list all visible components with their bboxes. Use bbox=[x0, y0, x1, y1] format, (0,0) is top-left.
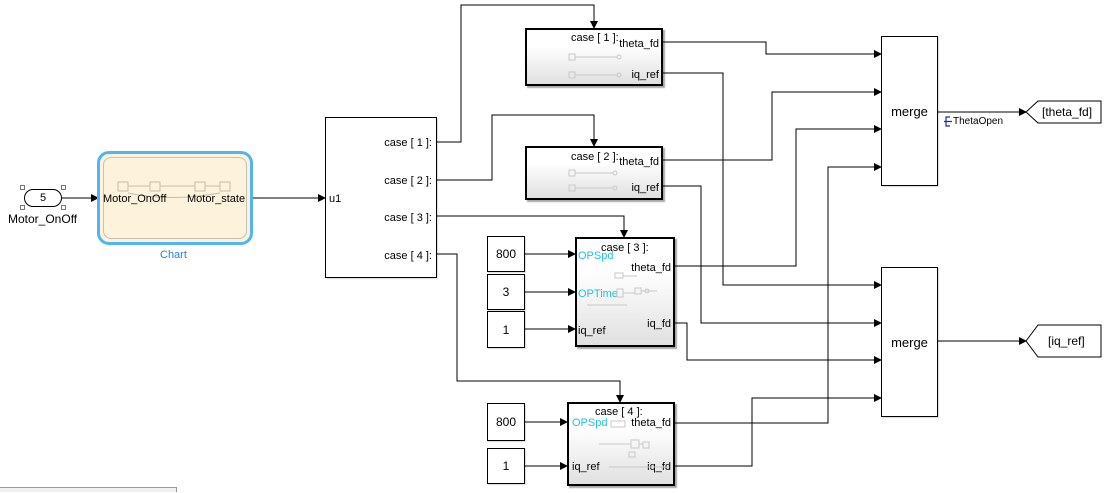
inport-value: 5 bbox=[39, 192, 47, 204]
case3-theta-port: theta_fd bbox=[631, 262, 671, 274]
constant-opspd-case4[interactable]: 800 bbox=[487, 403, 525, 441]
goto-iq-label[interactable]: [iq_ref] bbox=[1048, 334, 1085, 348]
chart-inner-frame bbox=[103, 157, 247, 239]
merge-theta-block[interactable]: merge bbox=[881, 36, 938, 186]
line-case2-action bbox=[437, 114, 598, 181]
line-case3-action bbox=[437, 215, 628, 238]
line-c1-theta bbox=[663, 41, 882, 58]
case1-mini-diagram bbox=[568, 53, 622, 79]
chart-mini-diagram bbox=[117, 181, 231, 198]
case4-theta-port: theta_fd bbox=[631, 417, 671, 429]
merge-label: merge bbox=[891, 103, 928, 119]
goto-theta-label[interactable]: [theta_fd] bbox=[1042, 105, 1093, 119]
constant-opspd-case3[interactable]: 800 bbox=[487, 236, 525, 272]
chart-name: Chart bbox=[160, 249, 187, 261]
constant-iqref-case3[interactable]: 1 bbox=[487, 311, 525, 348]
line-c3-theta bbox=[675, 125, 882, 267]
case3-iqref-port: iq_ref bbox=[578, 325, 606, 337]
case3-action-subsystem[interactable]: case [ 3 ]: OPSpd OPTime iq_ref theta_fd… bbox=[575, 237, 675, 347]
chart-in-port: Motor_OnOff bbox=[103, 193, 167, 205]
case2-mini-diagram bbox=[568, 169, 618, 192]
horizontal-scrollbar[interactable] bbox=[0, 487, 177, 492]
switch-case-4-label: case [ 4 ]: bbox=[384, 250, 432, 262]
switch-case-3-label: case [ 3 ]: bbox=[384, 212, 432, 224]
case2-iq-port: iq_ref bbox=[631, 182, 659, 194]
stateflow-chart-block[interactable]: Motor_OnOff Motor_state bbox=[97, 151, 253, 245]
motor-onoff-inport[interactable]: 5 bbox=[24, 189, 62, 207]
case1-theta-port: theta_fd bbox=[619, 38, 659, 50]
switch-case-1-label: case [ 1 ]: bbox=[384, 137, 432, 149]
chart-out-port: Motor_state bbox=[187, 193, 246, 205]
constant-value: 800 bbox=[495, 415, 517, 429]
case4-mini-diagram bbox=[599, 420, 669, 468]
selection-handle[interactable] bbox=[61, 205, 66, 210]
goto-theta-shape bbox=[1025, 100, 1102, 124]
goto-iq-shape bbox=[1025, 324, 1102, 358]
constant-value: 3 bbox=[502, 285, 510, 299]
line-case4-action bbox=[437, 253, 624, 403]
case1-action-subsystem[interactable]: case [ 1 ]: theta_fd iq_ref bbox=[525, 28, 663, 86]
inport-label: Motor_OnOff bbox=[8, 212, 78, 226]
constant-optime-case3[interactable]: 3 bbox=[487, 274, 525, 310]
line-c3-iq bbox=[675, 322, 882, 364]
signal-name-thetaopen: ThetaOpen bbox=[953, 116, 1004, 127]
case3-optime-port: OPTime bbox=[578, 288, 618, 300]
constant-value: 1 bbox=[502, 459, 510, 473]
case3-iqfd-port: iq_fd bbox=[647, 318, 671, 330]
case1-title: case [ 1 ]: bbox=[571, 32, 619, 44]
line-c4-iq bbox=[675, 394, 882, 467]
line-c2-iq bbox=[663, 185, 882, 327]
selection-handle[interactable] bbox=[61, 185, 66, 190]
switch-case-block[interactable]: u1 case [ 1 ]: case [ 2 ]: case [ 3 ]: c… bbox=[325, 117, 437, 278]
case4-iqref-port: iq_ref bbox=[572, 461, 600, 473]
merge-label: merge bbox=[891, 334, 928, 350]
case4-opspd-port: OPSpd bbox=[572, 417, 608, 429]
case2-action-subsystem[interactable]: case [ 2 ]: theta_fd iq_ref bbox=[525, 146, 663, 200]
case3-opspd-port: OPSpd bbox=[578, 250, 614, 262]
case4-title: case [ 4 ]: bbox=[595, 406, 643, 418]
line-case1-action bbox=[437, 4, 598, 143]
case2-theta-port: theta_fd bbox=[619, 156, 659, 168]
switch-case-2-label: case [ 2 ]: bbox=[384, 175, 432, 187]
case3-title: case [ 3 ]: bbox=[601, 242, 649, 254]
constant-value: 1 bbox=[502, 322, 510, 337]
switch-input-label: u1 bbox=[329, 193, 342, 205]
case1-iq-port: iq_ref bbox=[631, 69, 659, 81]
case3-mini-diagram bbox=[587, 272, 657, 306]
case4-action-subsystem[interactable]: case [ 4 ]: OPSpd iq_ref theta_fd iq_fd bbox=[567, 402, 675, 486]
case2-title: case [ 2 ]: bbox=[571, 151, 619, 163]
signal-log-marker bbox=[944, 116, 952, 127]
line-c1-iq bbox=[663, 72, 882, 289]
line-c4-theta bbox=[675, 163, 882, 424]
constant-value: 800 bbox=[495, 247, 517, 261]
selection-handle[interactable] bbox=[20, 205, 25, 210]
line-c2-theta bbox=[663, 88, 882, 161]
constant-iqref-case4[interactable]: 1 bbox=[487, 448, 525, 484]
merge-iq-block[interactable]: merge bbox=[881, 267, 938, 417]
selection-handle[interactable] bbox=[20, 185, 25, 190]
